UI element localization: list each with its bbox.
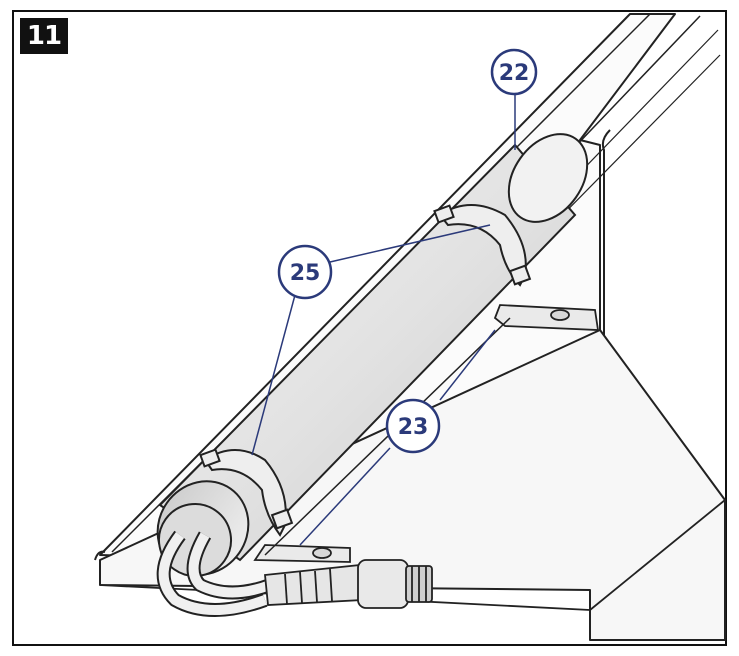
leader-25-top xyxy=(329,224,491,263)
clamp-top-tab xyxy=(433,204,455,224)
leader-23-down xyxy=(299,447,391,546)
svg-text:23: 23 xyxy=(398,415,429,440)
bracket-strip xyxy=(264,317,511,556)
cable-loop-outer-fill xyxy=(158,532,267,615)
leader-25-bottom xyxy=(251,294,296,456)
callout-25: 25 xyxy=(277,244,333,300)
power-cable xyxy=(156,530,273,617)
connector-rib-2 xyxy=(299,571,303,604)
channel-floor xyxy=(99,329,726,641)
callout-22: 22 xyxy=(490,48,538,96)
clamp-bottom-foot xyxy=(270,508,294,530)
connector-rib-1 xyxy=(284,573,288,605)
callout-leaders xyxy=(251,92,516,546)
callout-23: 23 xyxy=(385,398,441,454)
cable-connector xyxy=(264,559,433,609)
bracket-screw-top xyxy=(550,309,570,321)
step-number-badge: 11 xyxy=(20,18,68,54)
tube-end-cap-top xyxy=(507,133,589,223)
pipe-clamps xyxy=(199,204,532,537)
leader-23-up xyxy=(439,329,496,401)
svg-text:22: 22 xyxy=(499,61,530,86)
bracket-plate-top xyxy=(493,304,600,331)
bracket-plate-bottom xyxy=(253,544,351,563)
clamp-bottom-tab xyxy=(199,448,221,468)
bracket-screw-bottom xyxy=(312,547,332,559)
channel-lip-left xyxy=(94,550,106,561)
connector-body xyxy=(357,559,409,609)
mounting-bracket xyxy=(253,304,600,563)
channel-lip-right xyxy=(601,129,611,600)
svg-text:25: 25 xyxy=(290,261,321,286)
cable-loop-inner-fill xyxy=(188,532,272,598)
connector-rib-4 xyxy=(329,568,333,602)
connector-rib-3 xyxy=(314,570,318,603)
heater-tube xyxy=(156,133,589,577)
clamp-top-foot xyxy=(508,264,532,286)
